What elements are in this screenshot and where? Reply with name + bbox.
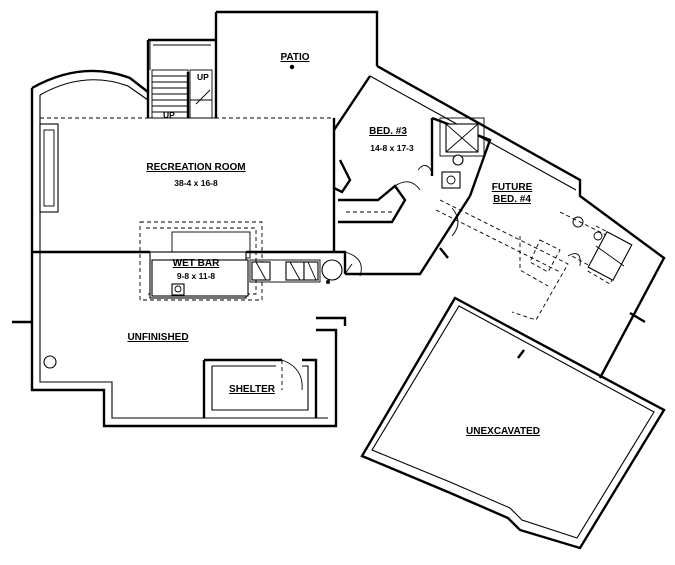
shelter-label: SHELTER: [229, 384, 276, 395]
patio-label: PATIO: [280, 52, 309, 63]
wet-bar-label: WET BAR: [173, 258, 220, 269]
bed3-label: BED. #3: [369, 126, 407, 137]
stairs: UP UP: [149, 40, 213, 120]
unexcavated-area: [360, 296, 666, 550]
future-bed4-label-line1: FUTURE: [492, 182, 533, 193]
interior-walls: [32, 40, 631, 418]
exterior-walls: [12, 10, 666, 428]
stair-up-lower-label: UP: [163, 110, 175, 120]
unexcavated-label: UNEXCAVATED: [466, 426, 540, 437]
doors: [344, 165, 581, 277]
recreation-room-size: 38-4 x 16-8: [174, 178, 218, 188]
fixtures: [39, 64, 633, 369]
wet-bar-size: 9-8 x 11-8: [177, 271, 216, 281]
stair-treads: [152, 75, 188, 113]
room-labels: PATIO RECREATION ROOM 38-4 x 16-8 WET BA…: [127, 52, 540, 437]
recreation-room-label: RECREATION ROOM: [146, 162, 245, 173]
future-bed4-label-line2: BED. #4: [493, 194, 531, 205]
bed3-size: 14-8 x 17-3: [370, 143, 414, 153]
unfinished-label: UNFINISHED: [127, 332, 188, 343]
stair-up-upper-label: UP: [197, 72, 209, 82]
